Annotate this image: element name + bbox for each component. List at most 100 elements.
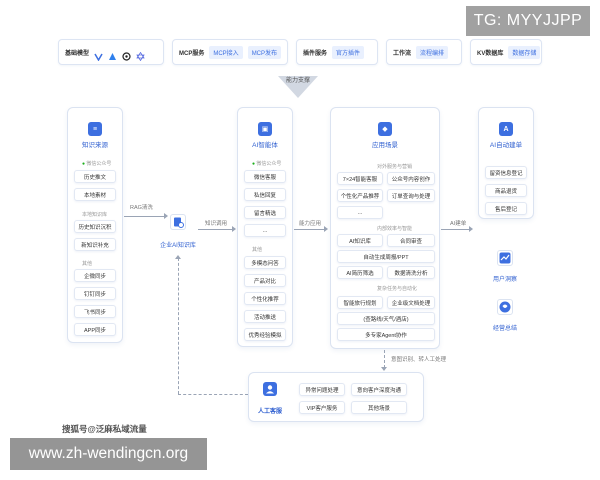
plugin-official-chip[interactable]: 官方插件 bbox=[332, 45, 365, 59]
knowledge-item-feishu[interactable]: 飞书同步 bbox=[74, 305, 116, 318]
local-kb-section-label: 本地知识库 bbox=[82, 212, 108, 218]
capability-apply-label: 能力应用 bbox=[299, 221, 322, 227]
sohu-caption: 搜狐号@泛麻私域流量 bbox=[62, 424, 147, 434]
knowledge-item-wecom[interactable]: 企微同步 bbox=[74, 269, 116, 282]
knowledge-call-head bbox=[232, 226, 236, 232]
complex-task-label: 复杂任务与自动化 bbox=[377, 286, 418, 292]
mcp-access-chip[interactable]: MCP接入 bbox=[209, 45, 243, 59]
mcp-label: MCP服务 bbox=[179, 50, 205, 57]
human-item-other[interactable]: 其他场景 bbox=[351, 401, 407, 414]
app-item-content-create[interactable]: 公众号内容创作 bbox=[387, 172, 435, 185]
other-section-label: 其他 bbox=[82, 261, 93, 267]
human-service-panel: 人工客服 异常问题处理 意向客户深度沟通 VIP客户服务 其他场景 bbox=[248, 372, 424, 422]
ai-auto-order-panel: A AI自动建单 留资信息登记 商品退货 售后登记 bbox=[478, 107, 534, 219]
agent-item-wechat-service[interactable]: 微信客服 bbox=[244, 170, 286, 183]
app-item-more[interactable]: ... bbox=[337, 206, 383, 219]
human-agent-icon bbox=[263, 382, 277, 396]
human-item-exception[interactable]: 异常问题处理 bbox=[299, 383, 345, 396]
insight-icon bbox=[497, 250, 513, 266]
feedback-line-horizontal bbox=[178, 394, 248, 395]
workflow-edit-chip[interactable]: 流程编排 bbox=[416, 45, 449, 59]
tg-watermark: TG: MYYJJPP bbox=[466, 6, 590, 36]
app-item-travel-plan[interactable]: 智能旅行规划 bbox=[337, 296, 383, 309]
model-logo-icon-2 bbox=[108, 48, 117, 60]
wechat-icon: ● bbox=[82, 161, 86, 167]
scenario-icon: ◆ bbox=[378, 122, 392, 136]
auto-item-return[interactable]: 商品退货 bbox=[485, 184, 527, 197]
enterprise-kb-label: 企业AI知识库 bbox=[160, 243, 196, 249]
transfer-head bbox=[381, 367, 387, 371]
ai-build-line bbox=[441, 229, 471, 230]
agent-other-label: 其他 bbox=[252, 247, 263, 253]
app-item-auto-report[interactable]: 自动生成周报/PPT bbox=[337, 250, 435, 263]
ai-build-head bbox=[469, 226, 473, 232]
feedback-head bbox=[175, 255, 181, 259]
human-title: 人工客服 bbox=[257, 409, 282, 415]
human-item-intent-customer[interactable]: 意向客户深度沟通 bbox=[351, 383, 407, 396]
knowledge-base-icon bbox=[170, 214, 186, 230]
wechat-section-label: ● 微信公众号 bbox=[82, 161, 112, 167]
app-item-product-rec[interactable]: 个性化产品推荐 bbox=[337, 189, 383, 202]
app-item-route-weather[interactable]: (查路线/天气/酒店) bbox=[337, 312, 435, 325]
knowledge-item-dingtalk[interactable]: 钉钉同步 bbox=[74, 287, 116, 300]
knowledge-item-history-kb[interactable]: 历史知识沉积 bbox=[74, 220, 116, 233]
workflow-box: 工作流 流程编排 bbox=[386, 39, 462, 65]
knowledge-item-new-kb[interactable]: 新知识补充 bbox=[74, 238, 116, 251]
agent-wechat-label: ● 微信公众号 bbox=[252, 161, 282, 167]
url-watermark: www.zh-wendingcn.org bbox=[10, 438, 207, 470]
agent-item-dm-reply[interactable]: 私信回复 bbox=[244, 188, 286, 201]
plugin-service-box: 插件服务 官方插件 bbox=[296, 39, 378, 65]
mcp-publish-chip[interactable]: MCP发布 bbox=[247, 45, 282, 59]
kv-db-box: KV数据库 数据存储 bbox=[470, 39, 542, 65]
auto-order-title: AI自动建单 bbox=[489, 142, 523, 149]
kv-label: KV数据库 bbox=[477, 50, 504, 57]
knowledge-item-app[interactable]: APP同步 bbox=[74, 323, 116, 336]
auto-order-icon: A bbox=[499, 122, 513, 136]
agent-item-promo[interactable]: 活动推送 bbox=[244, 310, 286, 323]
model-logo-icon-4 bbox=[136, 48, 145, 61]
app-item-ai-kb[interactable]: AI知识库 bbox=[337, 234, 383, 247]
knowledge-call-line bbox=[198, 229, 234, 230]
app-scenario-panel: ◆ 应用场景 对外服务与营销 7×24智能客服 公众号内容创作 个性化产品推荐 … bbox=[330, 107, 440, 349]
support-label: 能力支撑 bbox=[285, 78, 310, 84]
summary-label: 经营总结 bbox=[492, 326, 517, 332]
agent-item-multimodal[interactable]: 多模态问答 bbox=[244, 256, 286, 269]
knowledge-title: 知识来源 bbox=[82, 142, 108, 149]
kv-storage-chip[interactable]: 数据存储 bbox=[508, 45, 541, 59]
capability-apply-head bbox=[324, 226, 328, 232]
knowledge-item-local-material[interactable]: 本地素材 bbox=[74, 188, 116, 201]
ai-agent-panel: ▣ AI智能体 ● 微信公众号 微信客服 私信回复 留言精选 ... 其他 多模… bbox=[237, 107, 293, 347]
transfer-line bbox=[384, 350, 385, 368]
agent-item-more[interactable]: ... bbox=[244, 224, 286, 237]
app-item-order-query[interactable]: 订单查询与处理 bbox=[387, 189, 435, 202]
agent-item-compare[interactable]: 产品对比 bbox=[244, 274, 286, 287]
auto-item-after-sales[interactable]: 售后登记 bbox=[485, 202, 527, 215]
app-item-data-clean[interactable]: 数据清洗分析 bbox=[387, 266, 435, 279]
app-item-multi-agent[interactable]: 多专家Agent协作 bbox=[337, 328, 435, 341]
app-item-resume-screen[interactable]: AI简历筛选 bbox=[337, 266, 383, 279]
knowledge-call-label: 知识调用 bbox=[205, 221, 228, 227]
agent-item-experience[interactable]: 优秀经验模拟 bbox=[244, 328, 286, 341]
agent-item-comment-pick[interactable]: 留言精选 bbox=[244, 206, 286, 219]
human-item-vip[interactable]: VIP客户服务 bbox=[299, 401, 345, 414]
feedback-line-vertical bbox=[178, 258, 179, 394]
app-item-doc-process[interactable]: 企业级文档处理 bbox=[387, 296, 435, 309]
plugin-label: 插件服务 bbox=[303, 50, 328, 57]
auto-item-lead-register[interactable]: 留资信息登记 bbox=[485, 166, 527, 179]
agent-title: AI智能体 bbox=[252, 142, 278, 149]
knowledge-item-history-posts[interactable]: 历史推文 bbox=[74, 170, 116, 183]
insight-label: 用户洞察 bbox=[492, 277, 517, 283]
transfer-label: 意图识别、转人工处理 bbox=[391, 357, 447, 363]
internal-efficiency-label: 内部效率与智能 bbox=[377, 226, 413, 232]
rag-label: RAG清洗 bbox=[130, 205, 153, 211]
capability-apply-line bbox=[294, 229, 326, 230]
model-logo-icon-1 bbox=[94, 48, 103, 61]
agent-item-recommend[interactable]: 个性化推荐 bbox=[244, 292, 286, 305]
apps-title: 应用场景 bbox=[372, 142, 398, 149]
rag-arrow-head bbox=[164, 213, 168, 219]
mcp-service-box: MCP服务 MCP接入 MCP发布 bbox=[172, 39, 288, 65]
knowledge-source-panel: ≡ 知识来源 ● 微信公众号 历史推文 本地素材 本地知识库 历史知识沉积 新知… bbox=[67, 107, 123, 343]
app-item-247-service[interactable]: 7×24智能客服 bbox=[337, 172, 383, 185]
app-item-contract-review[interactable]: 合同审查 bbox=[387, 234, 435, 247]
model-logo-icon-3 bbox=[122, 48, 131, 61]
